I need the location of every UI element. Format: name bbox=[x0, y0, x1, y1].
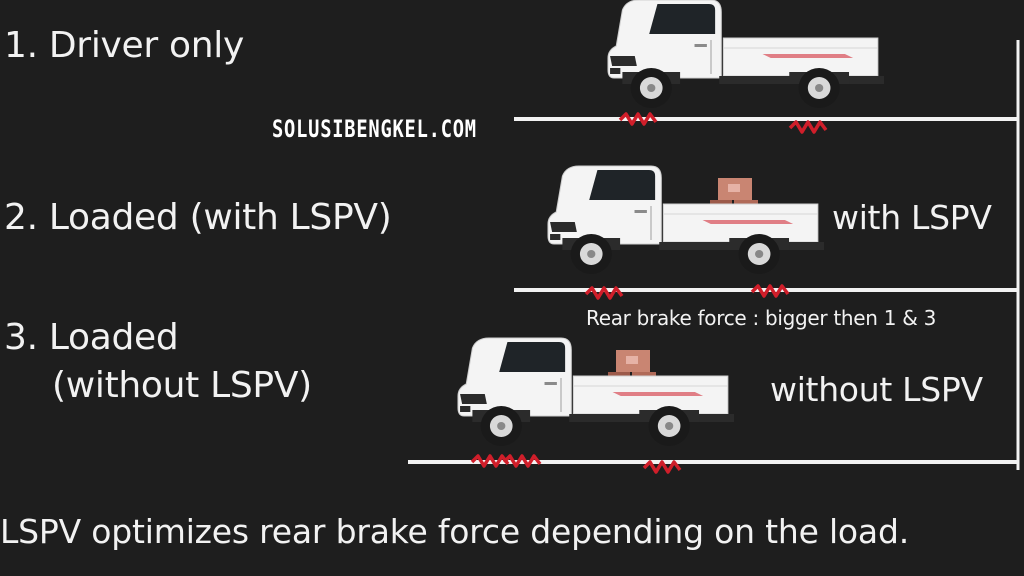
truck-1 bbox=[607, 0, 885, 109]
truck-3 bbox=[457, 337, 735, 447]
watermark: SOLUSIBENGKEL.COM bbox=[272, 115, 477, 143]
scenario-3-label-line2: (without LSPV) bbox=[52, 365, 312, 406]
footer-caption: LSPV optimizes rear brake force dependin… bbox=[0, 512, 909, 551]
rear-spring-icon-1 bbox=[788, 120, 828, 134]
truck-2 bbox=[547, 165, 825, 275]
scenario-3-label-line1: 3. Loaded bbox=[4, 317, 179, 358]
without-lspv-label: without LSPV bbox=[770, 370, 983, 409]
front-spring-icon-2 bbox=[584, 286, 624, 300]
scenario-2-label: 2. Loaded (with LSPV) bbox=[4, 197, 392, 238]
rear-spring-icon-3 bbox=[642, 460, 682, 474]
with-lspv-label: with LSPV bbox=[832, 198, 992, 237]
rear-brake-force-note: Rear brake force : bigger then 1 & 3 bbox=[586, 306, 937, 330]
scenario-1-label: 1. Driver only bbox=[4, 25, 244, 66]
